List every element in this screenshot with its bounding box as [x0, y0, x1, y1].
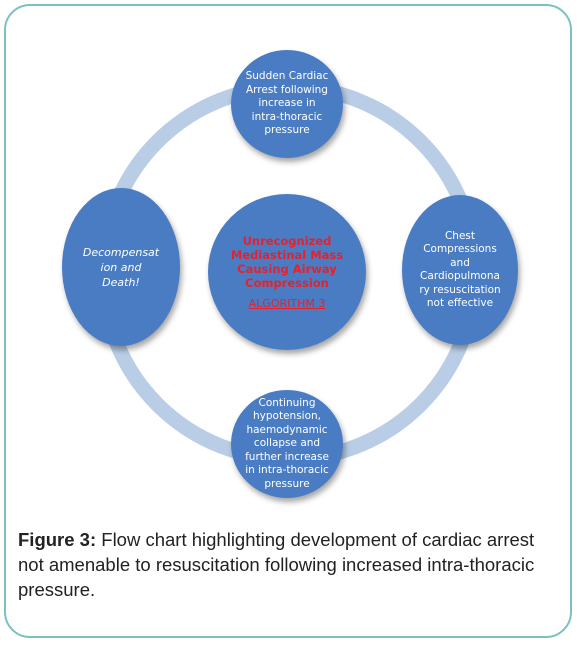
node-center-mediastinal-mass: Unrecognized Mediastinal Mass Causing Ai… [208, 194, 366, 350]
node-chest-compressions: Chest Compressions and Cardiopulmona ry … [402, 195, 518, 345]
caption-text: Flow chart highlighting development of c… [18, 529, 535, 600]
algorithm-3-link[interactable]: ALGORITHM 3 [248, 296, 326, 310]
figure-caption: Figure 3: Flow chart highlighting develo… [18, 527, 558, 602]
node-top-text: Sudden Cardiac Arrest following increase… [245, 70, 329, 137]
center-title: Unrecognized Mediastinal Mass Causing Ai… [230, 233, 344, 290]
node-continuing-hypotension: Continuing hypotension, haemodynamic col… [231, 390, 343, 498]
node-left-text: Decompensat ion and Death! [82, 245, 160, 289]
node-decompensation-death: Decompensat ion and Death! [62, 188, 180, 346]
node-bottom-text: Continuing hypotension, haemodynamic col… [245, 396, 329, 490]
node-right-text: Chest Compressions and Cardiopulmona ry … [419, 229, 501, 310]
caption-label: Figure 3: [18, 529, 97, 550]
node-sudden-cardiac-arrest: Sudden Cardiac Arrest following increase… [231, 50, 343, 158]
